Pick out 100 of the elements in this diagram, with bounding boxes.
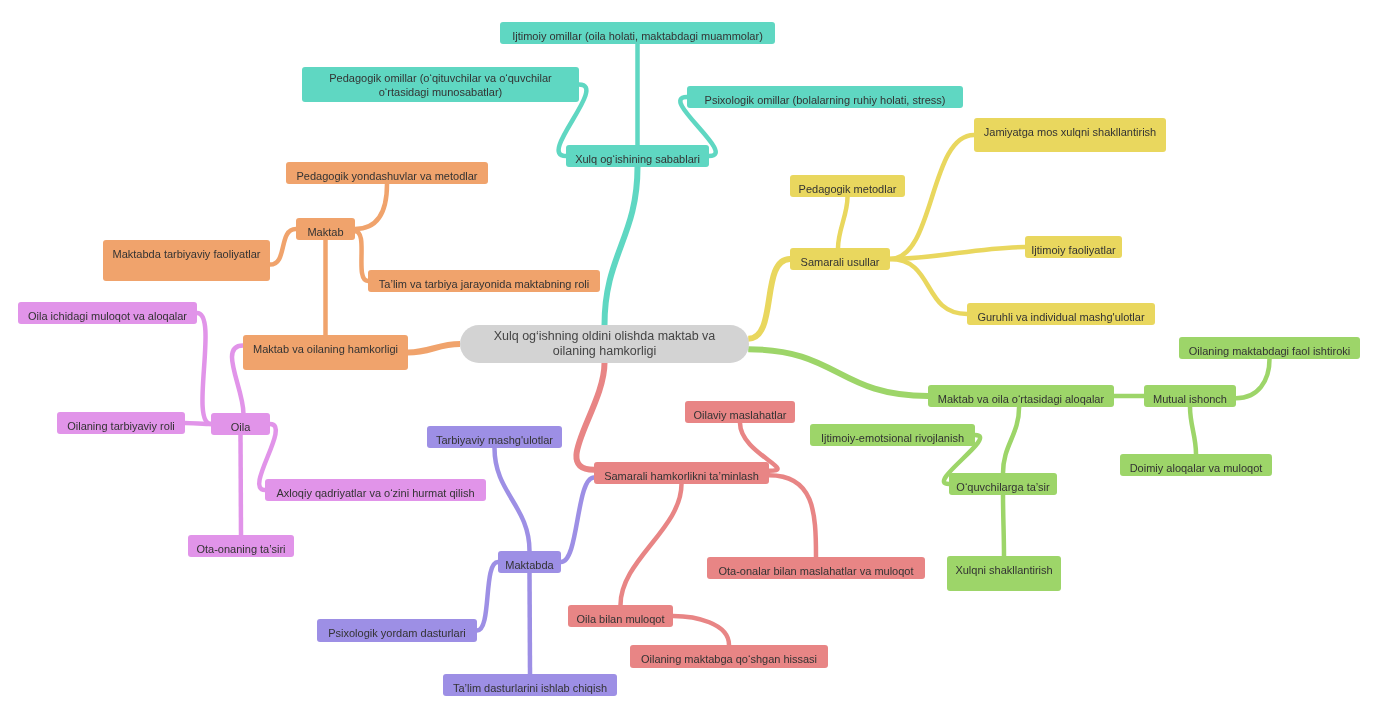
topic-node [211, 413, 270, 435]
topic-label: Maktabda [505, 558, 554, 572]
topic-node [368, 270, 600, 292]
topic-node [317, 619, 477, 642]
topic-node [790, 248, 890, 270]
topic-node [265, 479, 486, 501]
topic-label: Oila bilan muloqot [576, 612, 665, 626]
topic-label: Oilaning maktabga qo‘shgan hissasi [640, 652, 818, 666]
branch-line [942, 432, 982, 487]
topic-label: Ota-onaning ta’siri [196, 542, 286, 556]
branch-line [672, 613, 732, 646]
topic-node [57, 412, 185, 434]
topic-node [790, 175, 905, 197]
branch-line [1187, 406, 1199, 455]
branch-line [354, 183, 390, 232]
topic-node [302, 67, 579, 102]
topic-label: Oilaning tarbiyaviy roli [67, 419, 175, 433]
topic-label: Tarbiyaviy mashg'ulotlar [435, 433, 553, 447]
topic-node [18, 302, 197, 324]
branch-line [635, 44, 640, 145]
topic-label: Ijtimoiy omillar (oila holati, maktabdagi muammolar) [512, 29, 763, 43]
topic-node [630, 645, 828, 668]
topic-label: Samarali usullar [800, 255, 880, 269]
branch-line [1114, 393, 1144, 399]
branch-line [835, 196, 850, 249]
topic-node [568, 605, 673, 627]
branch-line [618, 483, 684, 606]
branch-line [748, 346, 929, 399]
topic-node [500, 22, 775, 44]
branch-line [573, 362, 608, 473]
topic-node [1025, 236, 1122, 258]
branch-line [1235, 358, 1272, 401]
topic-node [296, 218, 355, 240]
topic-label: Xulqni shakllantirish [955, 563, 1053, 577]
branch-line [407, 341, 461, 356]
topic-node [947, 556, 1061, 591]
topic-node [286, 162, 488, 184]
topic-label: Psixologik yordam dasturlari [328, 626, 466, 640]
topic-label: Pedagogik yondashuvlar va metodlar [296, 169, 478, 183]
topic-label: Axloqiy qadriyatlar va o‘zini hurmat qilish [276, 486, 475, 500]
topic-node [498, 551, 561, 573]
branch-line [527, 573, 533, 674]
topic-node [188, 535, 294, 557]
branch-line [184, 420, 212, 427]
topic-label: Pedagogik metodlar [798, 182, 897, 196]
topic-node [1179, 337, 1360, 359]
branch-line [1000, 406, 1022, 474]
topic-label: Oila [230, 420, 251, 434]
branch-line [768, 472, 819, 557]
branch-line [737, 422, 780, 474]
topic-node [443, 674, 617, 696]
topic-node [967, 303, 1155, 325]
topic-label: Ijtimoiy faoliyatlar [1031, 243, 1116, 257]
topic-node [928, 385, 1114, 407]
topic-node [707, 557, 925, 579]
topic-node [685, 401, 795, 423]
branch-line [678, 94, 718, 159]
topic-node [949, 473, 1057, 495]
topic-node [566, 145, 709, 167]
branch-line [560, 475, 595, 565]
topic-label: Maktab va oila o‘rtasidagi aloqalar [937, 392, 1105, 406]
branch-line [476, 559, 499, 633]
topic-node [974, 118, 1166, 152]
topic-label: Ta’lim dasturlarini ishlab chiqish [452, 681, 608, 695]
topic-label: Mutual ishonch [1153, 392, 1227, 406]
topic-label: Psixologik omillar (bolalarning ruhiy holati, stress) [704, 93, 946, 107]
branch-line [257, 421, 278, 493]
topic-label: Oilaviy maslahatlar [693, 408, 787, 422]
branch-line [238, 435, 244, 535]
topic-label: Ijtimoiy-emotsional rivojlanish [820, 431, 965, 445]
topic-node [687, 86, 963, 108]
branch-line [323, 240, 328, 335]
topic-label: Maktab [307, 225, 344, 239]
topic-label: Xulq og‘ishining sabablari [575, 152, 700, 166]
branch-line [354, 229, 369, 284]
topic-node [1144, 385, 1236, 407]
topic-label: Maktab va oilaning hamkorligi [253, 342, 398, 356]
central-topic [460, 325, 749, 363]
topic-node [427, 426, 562, 448]
topic-label: Oila ichidagi muloqot va aloqalar [28, 309, 187, 323]
branch-line [556, 82, 589, 159]
topic-node [1120, 454, 1272, 476]
topic-label: O‘quvchilarga ta’sir [956, 480, 1050, 494]
topic-label: Ota-onalar bilan maslahatlar va muloqot [718, 564, 914, 578]
topic-node [594, 462, 769, 484]
topic-node [103, 240, 270, 281]
central-topic-label: Xulq og‘ishning oldini olishda maktab va oilaning hamkorligi [492, 329, 717, 359]
topic-label: Pedagogik omillar (o‘qituvchilar va o‘quvchilar o‘rtasidagi munosabatlar) [328, 71, 553, 99]
branch-line [889, 256, 968, 317]
topic-label: Maktabda tarbiyaviy faoliyatlar [112, 247, 261, 261]
branch-line [229, 343, 246, 414]
branch-line [269, 226, 297, 267]
topic-label: Ta’lim va tarbiya jarayonida maktabning roli [378, 277, 590, 291]
topic-label: Doimiy aloqalar va muloqot [1129, 461, 1263, 475]
branch-line [1000, 495, 1007, 556]
topic-label: Guruhli va individual mashg'ulotlar [977, 310, 1145, 324]
topic-node [810, 424, 975, 446]
topic-label: Jamiyatga mos xulqni shakllantirish [983, 125, 1157, 139]
topic-label: Samarali hamkorlikni ta’minlash [604, 469, 759, 483]
branch-line [601, 166, 641, 326]
